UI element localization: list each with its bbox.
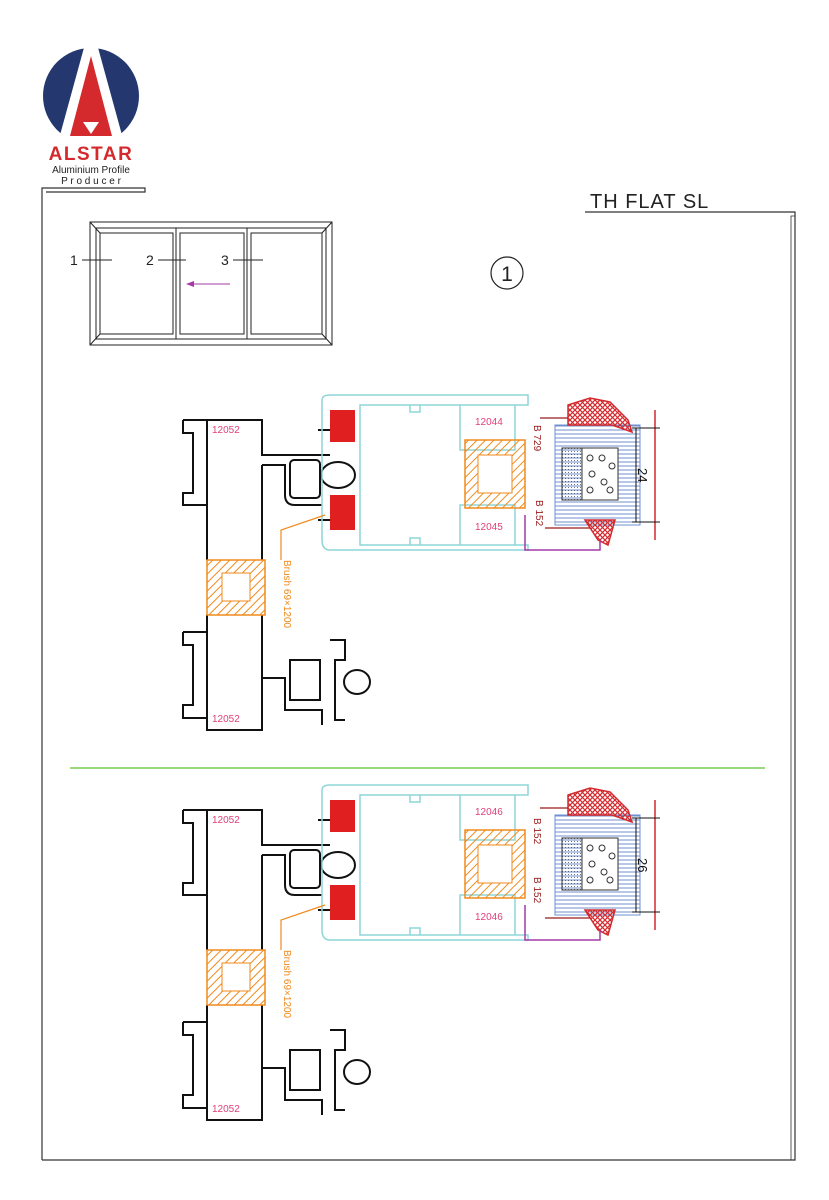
logo-tagline-2: P r o d u c e r: [61, 176, 122, 187]
gasket-label-bottom: B 152: [531, 877, 542, 904]
section-detail-top: [182, 394, 660, 731]
brush-label: Brush 69×1200: [281, 950, 292, 1019]
frame-profile-label-bottom: 12052: [212, 1104, 240, 1115]
gasket-label-top: B 729: [531, 425, 542, 452]
glass-thickness-dimension: 24: [635, 468, 650, 482]
frame-profile-label-bottom: 12052: [212, 714, 240, 725]
section-detail-bottom: [182, 784, 661, 1121]
sash-profile-label-top: 12046: [475, 807, 503, 818]
alstar-logo: ALSTAR Aluminium Profile P r o d u c e r: [43, 44, 139, 187]
sash-profile-label-top: 12044: [475, 417, 503, 428]
frame-profile-label-top: 12052: [212, 425, 240, 436]
glass-thickness-dimension: 26: [635, 858, 650, 872]
window-elevation: [82, 221, 333, 346]
frame-profile-label-top: 12052: [212, 815, 240, 826]
brush-label: Brush 69×1200: [281, 560, 292, 629]
gasket-label-top: B 152: [531, 818, 542, 845]
pane-label-3: 3: [221, 252, 229, 268]
sash-profile-label-bottom: 12046: [475, 912, 503, 923]
section-marker: [490, 256, 524, 290]
logo-tagline-1: Aluminium Profile: [52, 165, 130, 176]
pane-label-1: 1: [70, 252, 78, 268]
logo-brand: ALSTAR: [49, 144, 134, 165]
sheet-border: [41, 187, 796, 1161]
section-marker-label: 1: [501, 263, 513, 286]
gasket-label-bottom: B 152: [533, 500, 544, 527]
drawing-title: TH FLAT SL: [590, 191, 709, 213]
pane-label-2: 2: [146, 252, 154, 268]
sash-profile-label-bottom: 12045: [475, 522, 503, 533]
